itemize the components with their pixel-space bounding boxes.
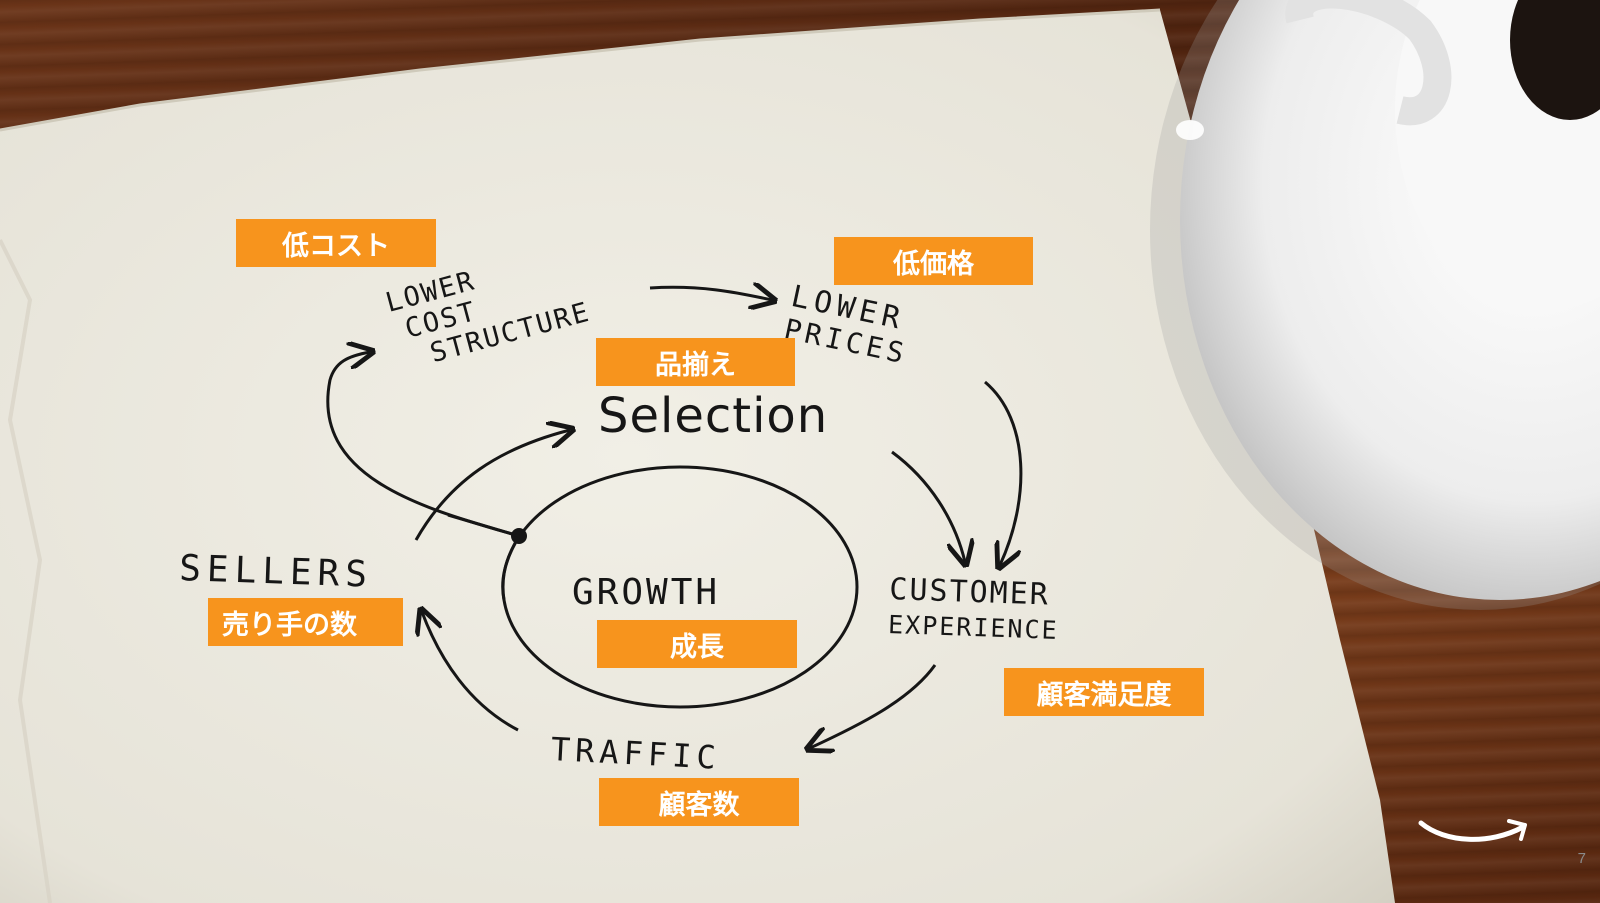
tag-low-cost: 低コスト [236,219,436,267]
tag-customer-satisfaction: 顧客満足度 [1004,668,1204,716]
arrow-experience-to-traffic [810,664,937,748]
label-sellers: SELLERS [178,548,374,596]
tag-growth: 成長 [597,620,797,668]
label-customer: CUSTOMER [888,572,1051,613]
amazon-smile-arrow-icon [1418,819,1527,842]
arrow-structure-to-prices [649,287,772,300]
label-selection: Selection [598,388,829,444]
label-experience: EXPERIENCE [887,609,1060,645]
tag-selection: 品揃え [596,338,795,386]
tag-low-price: 低価格 [834,237,1033,285]
arrow-traffic-to-sellers [422,612,519,732]
page-number: 7 [1577,850,1586,867]
label-customer-experience: CUSTOMER EXPERIENCE [888,572,1061,648]
arrow-prices-to-experience [984,380,1023,565]
label-growth: GROWTH [572,572,721,613]
arrow-selection-to-experience [891,450,965,562]
tag-sellers-count: 売り手の数 [208,598,403,646]
coffee-cup [1150,0,1600,610]
tag-customer-count: 顧客数 [599,778,799,826]
arrow-sellers-to-selection [414,430,570,541]
